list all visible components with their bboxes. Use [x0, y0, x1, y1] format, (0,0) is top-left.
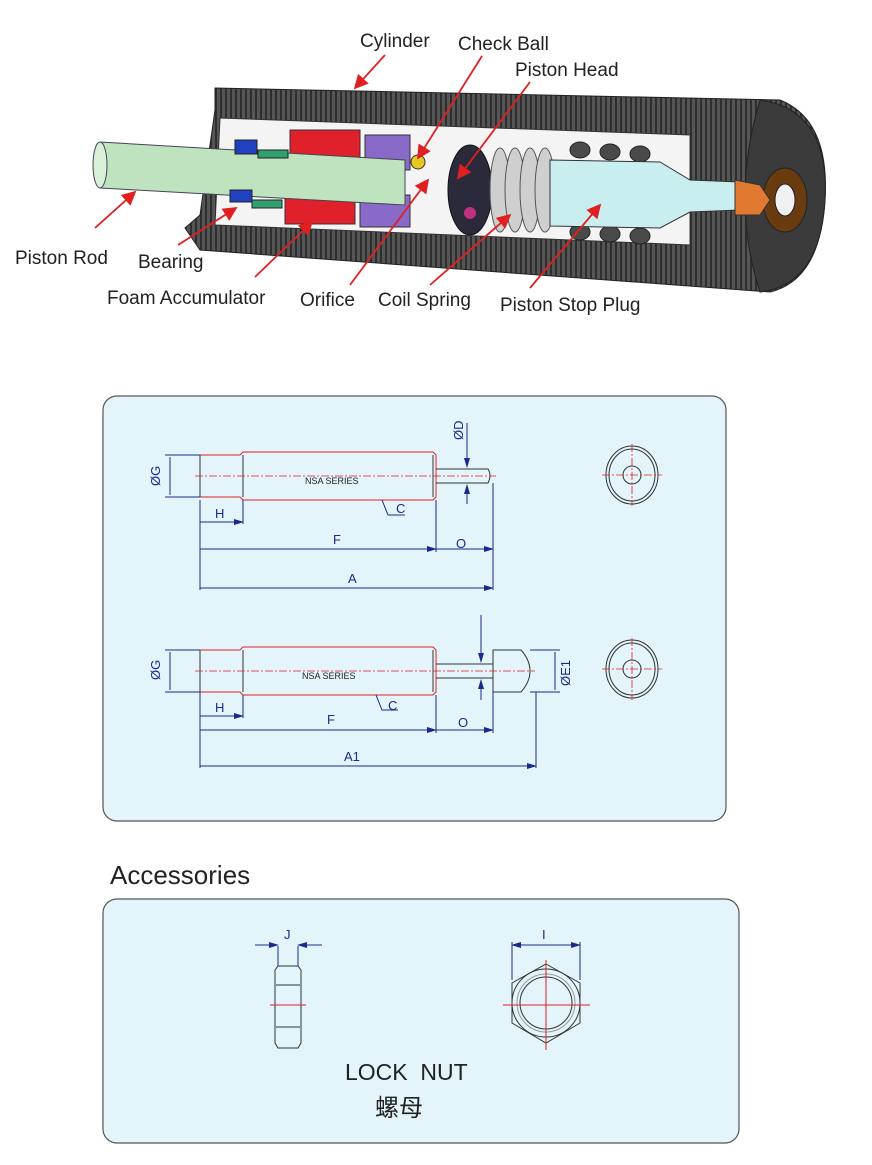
dim-d: ØD: [451, 421, 466, 441]
series-label-2: NSA SERIES: [302, 671, 356, 681]
callout-labels: Cylinder Check Ball Piston Head Piston R…: [15, 31, 640, 316]
series-label: NSA SERIES: [305, 476, 359, 486]
dim-j: J: [284, 927, 291, 942]
label-piston-rod: Piston Rod: [15, 248, 108, 269]
end-view-2: [602, 638, 662, 700]
foam-accumulator-bottom: [284, 197, 356, 225]
shock-absorber-cutaway: [92, 87, 826, 293]
dim-g: ØG: [148, 466, 163, 486]
dim-o: O: [456, 536, 466, 551]
label-foam-accumulator: Foam Accumulator: [107, 288, 266, 309]
lock-nut-front-view: I: [503, 927, 590, 1050]
label-bearing: Bearing: [138, 252, 204, 273]
dim-a1: A1: [344, 749, 360, 764]
lock-nut-label-chinese: 螺母: [375, 1094, 423, 1122]
piston-head: [447, 144, 493, 236]
dim-c: C: [396, 501, 405, 516]
dim-f: F: [333, 532, 341, 547]
label-piston-head: Piston Head: [515, 60, 619, 81]
dim-i: I: [542, 927, 546, 942]
dim-g-2: ØG: [148, 660, 163, 680]
coil-spring: [489, 147, 556, 233]
lock-nut-label: LOCK NUT: [345, 1059, 468, 1085]
label-cylinder: Cylinder: [360, 31, 430, 52]
dimension-drawing-panel: NSA SERIES ØG ØD H C F O A: [102, 395, 727, 822]
dim-o-2: O: [458, 715, 468, 730]
label-coil-spring: Coil Spring: [378, 290, 471, 311]
dim-h-2: H: [215, 700, 224, 715]
dim-e1: ØE1: [558, 660, 573, 686]
drawing-standard: NSA SERIES ØG ØD H C F O A: [148, 421, 662, 591]
dim-h: H: [215, 506, 224, 521]
dim-a: A: [348, 571, 357, 586]
dim-c-2: C: [388, 698, 397, 713]
callout-arrows: [94, 54, 602, 289]
label-check-ball: Check Ball: [458, 34, 549, 55]
accessories-heading: Accessories: [110, 860, 250, 890]
bearing-top: [234, 139, 258, 155]
accessories-panel: J I LOCK NUT 螺母: [102, 898, 740, 1144]
bearing-bottom: [229, 189, 253, 203]
dim-f-2: F: [327, 712, 335, 727]
lock-nut-side-view: J: [255, 927, 322, 1049]
label-piston-stop-plug: Piston Stop Plug: [500, 295, 640, 316]
end-view-1: [602, 444, 662, 506]
drawing-with-stop-cap: NSA SERIES ØG ØE1 H C F O A1: [148, 615, 662, 769]
label-orifice: Orifice: [300, 290, 355, 311]
